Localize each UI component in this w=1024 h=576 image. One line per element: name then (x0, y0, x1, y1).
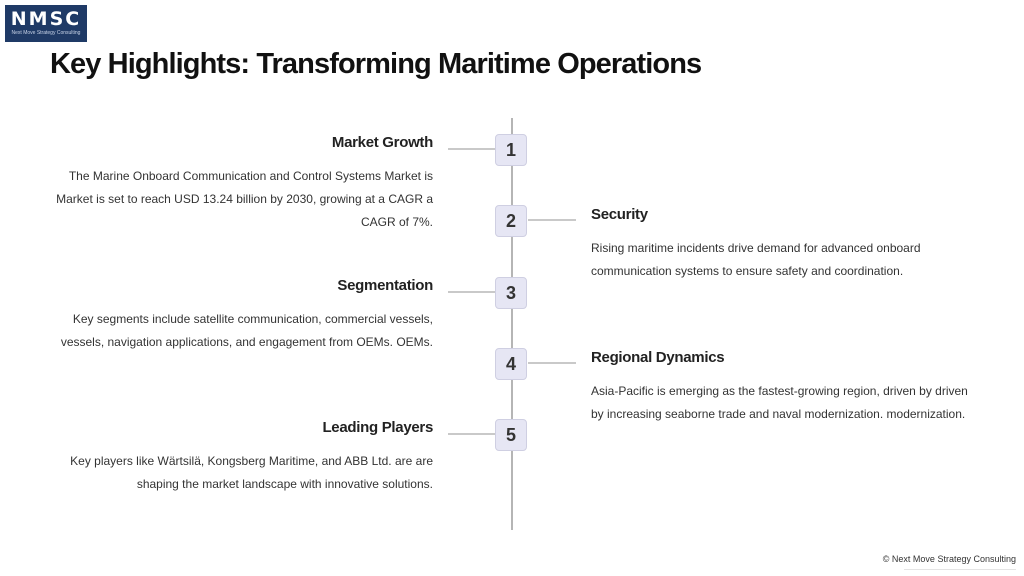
connector-3 (448, 291, 496, 293)
step-badge-1: 1 (495, 134, 527, 166)
logo-text: NMSC (10, 8, 82, 30)
highlight-body: Key segments include satellite communica… (60, 312, 433, 349)
step-badge-5: 5 (495, 419, 527, 451)
timeline-axis (511, 118, 513, 530)
highlight-segmentation: Segmentation Key segments include satell… (53, 276, 433, 354)
highlight-regional-dynamics: Regional Dynamics Asia-Pacific is emergi… (591, 348, 971, 426)
highlight-body: Asia-Pacific is emerging as the fastest-… (591, 384, 968, 421)
highlight-leading-players: Leading Players Key players like Wärtsil… (53, 418, 433, 496)
copyright-footer: © Next Move Strategy Consulting (882, 554, 1016, 564)
highlight-title: Regional Dynamics (591, 349, 725, 366)
highlight-body: The Marine Onboard Communication and Con… (56, 169, 433, 229)
logo-subtitle: Next Move Strategy Consulting (11, 30, 81, 36)
highlight-title: Security (591, 206, 648, 223)
connector-1 (448, 148, 496, 150)
company-logo: NMSC Next Move Strategy Consulting (5, 5, 87, 42)
footer-divider (904, 569, 1016, 570)
highlight-title: Segmentation (337, 277, 433, 294)
highlight-title: Leading Players (322, 419, 433, 436)
highlight-title: Market Growth (331, 134, 433, 151)
highlight-security: Security Rising maritime incidents drive… (591, 205, 971, 283)
step-badge-2: 2 (495, 205, 527, 237)
highlight-body: Rising maritime incidents drive demand f… (591, 241, 921, 278)
step-badge-4: 4 (495, 348, 527, 380)
highlight-market-growth: Market Growth The Marine Onboard Communi… (53, 133, 433, 234)
connector-4 (528, 362, 576, 364)
step-badge-3: 3 (495, 277, 527, 309)
connector-2 (528, 219, 576, 221)
highlight-body: Key players like Wärtsilä, Kongsberg Mar… (70, 454, 433, 491)
connector-5 (448, 433, 496, 435)
page-title: Key Highlights: Transforming Maritime Op… (50, 48, 702, 80)
